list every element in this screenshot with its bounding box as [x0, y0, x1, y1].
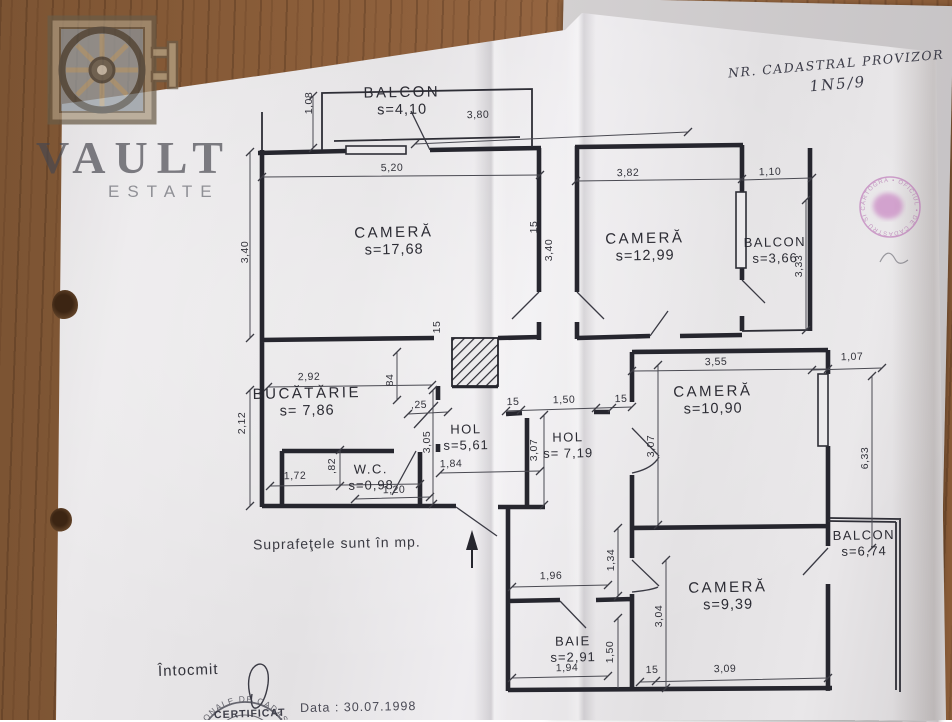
dim-label: 3,33: [793, 254, 805, 278]
dim-label: 1,94: [555, 661, 579, 675]
dim-label: 3,55: [704, 355, 728, 369]
dim-label: 1,07: [840, 350, 864, 364]
punch-hole: [50, 508, 72, 532]
dim-label: ,82: [326, 457, 338, 475]
dim-label: 15: [506, 395, 520, 409]
vault-estate-watermark: VAULT ESTATE: [36, 14, 266, 202]
dim-label: 1,50: [552, 393, 576, 407]
dim-label: 1,72: [283, 469, 307, 483]
dim-label: 2,92: [297, 370, 321, 384]
stamp-center-text: CERTIFICAT: [213, 706, 286, 722]
dim-label: 3,40: [239, 240, 251, 264]
door-swings: [391, 110, 829, 629]
date-stamp: Data : 30.07.1998: [299, 698, 417, 716]
dim-label: 1,20: [382, 483, 406, 497]
dim-label: 15: [528, 220, 540, 234]
dimension-ticks: [245, 91, 887, 693]
dim-label: 1,84: [439, 457, 463, 471]
dim-label: 1,08: [303, 91, 315, 115]
dim-label: 3,82: [616, 166, 640, 180]
dim-label: ,25: [410, 398, 428, 412]
dim-label: 3,07: [645, 434, 657, 458]
watermark-brand-text: VAULT: [36, 132, 232, 183]
north-arrow-icon: [466, 530, 478, 568]
dim-label: 15: [645, 663, 659, 677]
dim-label: 1,96: [539, 569, 563, 583]
hatched-shaft: [451, 337, 499, 387]
dim-label: 2,12: [236, 411, 248, 435]
dim-label: 6,33: [859, 446, 871, 470]
balcony-outlines: [261, 88, 901, 692]
intocmit-label: Întocmit: [157, 660, 219, 681]
dim-label: 1,10: [758, 165, 782, 179]
units-note: Suprafeţele sunt în mp.: [252, 533, 421, 553]
dim-label: 5,20: [380, 161, 404, 175]
dim-label: 1,50: [604, 640, 616, 664]
dim-label: 15: [431, 320, 443, 334]
paper-fold: [566, 13, 596, 720]
signature: [247, 663, 269, 709]
dim-label: 3,09: [713, 662, 737, 676]
vault-door-icon: [47, 15, 179, 125]
watermark-sub-text: ESTATE: [108, 182, 220, 201]
paper-edge-curl: [892, 13, 946, 720]
dim-label: 3,40: [543, 238, 555, 262]
dim-label: 3,07: [528, 438, 540, 462]
dim-label: 15: [614, 392, 628, 406]
dim-label: 84: [384, 373, 396, 387]
dim-label: 3,04: [653, 604, 665, 628]
dim-label: 3,05: [421, 430, 433, 454]
punch-hole: [52, 290, 78, 320]
dimension-lines: [249, 96, 883, 688]
dim-label: 3,80: [466, 108, 490, 122]
dim-label: 1,34: [605, 548, 617, 572]
